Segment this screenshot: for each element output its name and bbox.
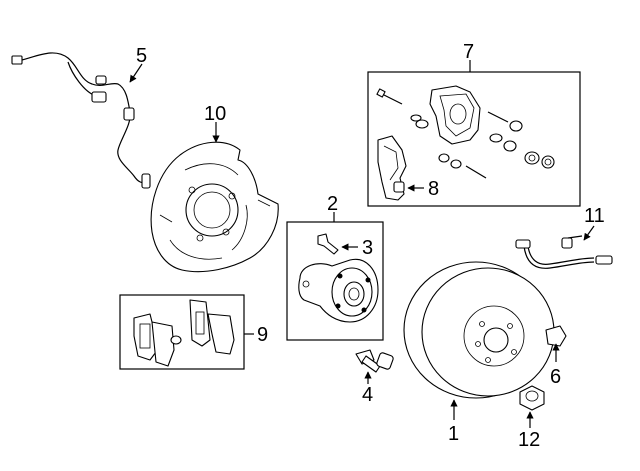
dust-cap[interactable] [545, 325, 567, 347]
hub-bearing-box [286, 221, 384, 341]
callout-11: 11 [584, 205, 605, 227]
callout-5: 5 [136, 45, 147, 67]
callout-7: 7 [463, 41, 474, 63]
abs-sensor-harness[interactable] [11, 52, 151, 189]
callout-1: 1 [448, 423, 459, 445]
hub-bearing-assembly[interactable] [298, 233, 379, 323]
caliper-mounting-bracket[interactable] [377, 135, 407, 201]
callout-12: 12 [518, 429, 540, 451]
brake-rotor[interactable] [403, 261, 555, 399]
callout-4: 4 [362, 384, 373, 406]
lock-nut[interactable] [519, 385, 545, 411]
caliper-assembly[interactable] [376, 85, 555, 179]
hub-bolt[interactable] [355, 349, 394, 373]
backing-plate[interactable] [150, 141, 279, 273]
caliper-kit-box [367, 71, 581, 207]
callout-8: 8 [428, 178, 439, 200]
brake-pads-box [119, 294, 245, 370]
leader-lines [129, 60, 595, 428]
callout-3: 3 [362, 237, 373, 259]
callout-6: 6 [550, 366, 561, 388]
brake-pad-set[interactable] [133, 299, 235, 367]
callout-10: 10 [204, 103, 226, 125]
brake-hose[interactable] [515, 235, 613, 269]
callout-labels: 5 10 7 8 2 3 9 4 1 6 11 12 [136, 41, 605, 451]
callout-9: 9 [257, 324, 268, 346]
callout-2: 2 [327, 193, 338, 215]
